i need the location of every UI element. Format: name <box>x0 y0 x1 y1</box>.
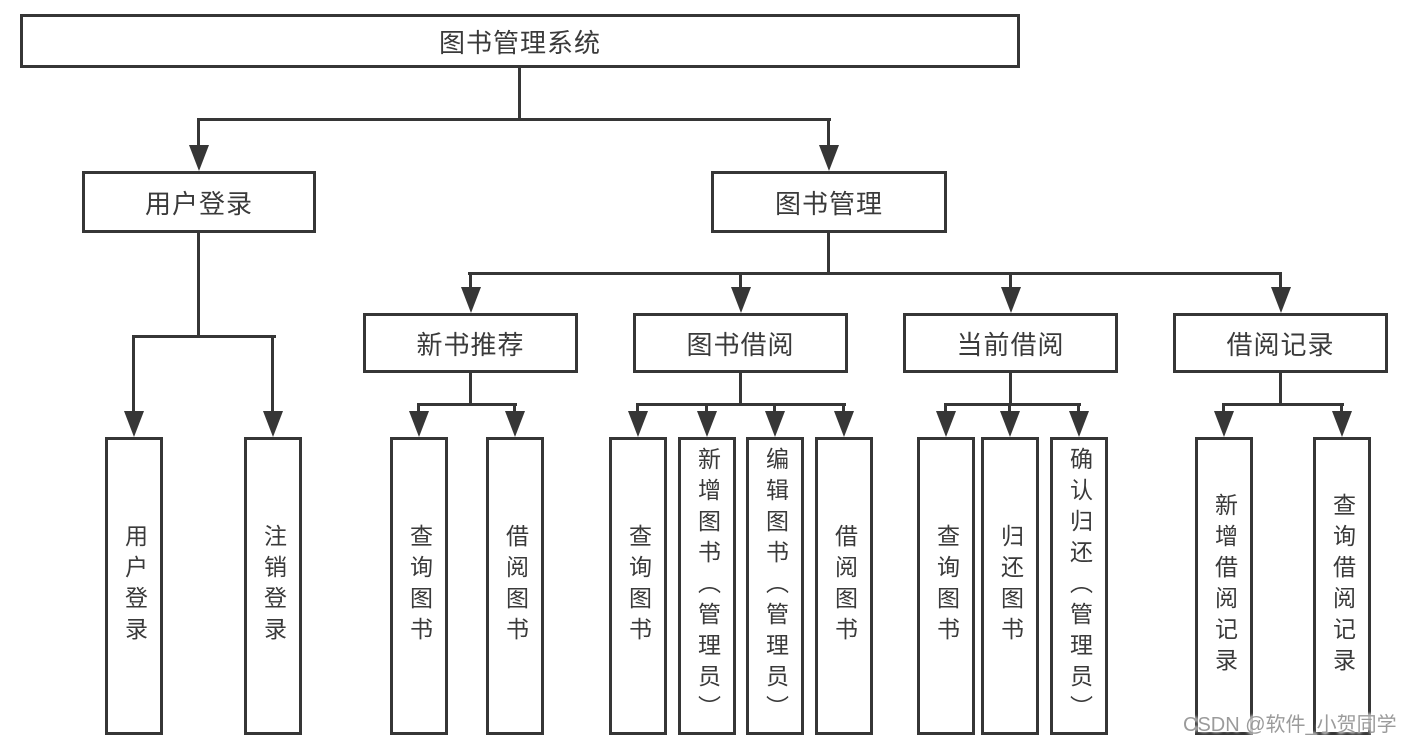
arrowhead-down-icon <box>124 411 144 437</box>
node-label: 图书管理系统 <box>438 27 601 58</box>
leaf-newbook-query-books: 查询图书 <box>390 437 448 735</box>
node-label: 归还图书 <box>997 524 1024 648</box>
node-label: 查询借阅记录 <box>1329 493 1356 679</box>
node-borrowing-records: 借阅记录 <box>1173 313 1388 373</box>
arrowhead-down-icon <box>628 411 648 437</box>
connector-vline <box>1222 403 1225 413</box>
leaf-borrowing-add-books-admin: 新增图书（管理员） <box>678 437 736 735</box>
arrowhead-down-icon <box>819 145 839 171</box>
node-current-borrowing: 当前借阅 <box>903 313 1118 373</box>
node-label: 新书推荐 <box>416 329 525 360</box>
connector-vline <box>636 403 639 413</box>
connector-hline <box>468 272 1282 275</box>
node-label: 新增图书（管理员） <box>694 446 721 726</box>
connector-vline <box>197 233 200 335</box>
connector-vline <box>1279 373 1282 403</box>
node-label: 当前借阅 <box>956 329 1065 360</box>
node-label: 查询图书 <box>406 524 433 648</box>
leaf-current-query-books: 查询图书 <box>917 437 975 735</box>
arrowhead-down-icon <box>1271 287 1291 313</box>
connector-vline <box>842 403 845 413</box>
connector-vline <box>417 403 420 413</box>
connector-vline <box>773 403 776 413</box>
node-label: 图书借阅 <box>686 329 795 360</box>
connector-vline <box>518 68 521 118</box>
arrowhead-down-icon <box>505 411 525 437</box>
connector-vline <box>1279 272 1282 289</box>
connector-vline <box>132 335 135 413</box>
connector-hline <box>1222 403 1344 406</box>
connector-vline <box>739 272 742 289</box>
node-new-book-recommend: 新书推荐 <box>363 313 578 373</box>
connector-vline <box>513 403 516 413</box>
arrowhead-down-icon <box>1332 411 1352 437</box>
node-label: 确认归还（管理员） <box>1066 446 1093 726</box>
node-library-management-system: 图书管理系统 <box>20 14 1020 68</box>
node-label: 注销登录 <box>260 524 287 648</box>
arrowhead-down-icon <box>834 411 854 437</box>
leaf-records-query-borrow-record: 查询借阅记录 <box>1313 437 1371 735</box>
connector-hline <box>417 403 517 406</box>
connector-vline <box>1340 403 1343 413</box>
node-label: 借阅记录 <box>1226 329 1335 360</box>
connector-vline <box>739 373 742 403</box>
node-label: 查询图书 <box>933 524 960 648</box>
node-label: 编辑图书（管理员） <box>762 446 789 726</box>
node-label: 查询图书 <box>625 524 652 648</box>
arrowhead-down-icon <box>263 411 283 437</box>
connector-vline <box>1009 272 1012 289</box>
connector-vline <box>827 118 830 150</box>
connector-vline <box>1008 403 1011 413</box>
arrowhead-down-icon <box>765 411 785 437</box>
connector-vline <box>469 272 472 289</box>
arrowhead-down-icon <box>409 411 429 437</box>
arrowhead-down-icon <box>461 287 481 313</box>
leaf-newbook-borrow-books: 借阅图书 <box>486 437 544 735</box>
node-user-login: 用户登录 <box>82 171 316 233</box>
leaf-current-confirm-return-admin: 确认归还（管理员） <box>1050 437 1108 735</box>
node-label: 新增借阅记录 <box>1211 493 1238 679</box>
arrowhead-down-icon <box>1214 411 1234 437</box>
connector-vline <box>469 373 472 403</box>
leaf-user-login: 用户登录 <box>105 437 163 735</box>
arrowhead-down-icon <box>189 145 209 171</box>
connector-vline <box>1009 373 1012 403</box>
node-label: 图书管理 <box>774 188 883 219</box>
connector-hline <box>132 335 276 338</box>
connector-vline <box>271 335 274 413</box>
node-book-management: 图书管理 <box>711 171 947 233</box>
connector-hline <box>197 118 831 121</box>
leaf-borrowing-edit-books-admin: 编辑图书（管理员） <box>746 437 804 735</box>
arrowhead-down-icon <box>1000 411 1020 437</box>
leaf-records-add-borrow-record: 新增借阅记录 <box>1195 437 1253 735</box>
connector-vline <box>705 403 708 413</box>
connector-vline <box>827 233 830 272</box>
arrowhead-down-icon <box>731 287 751 313</box>
node-label: 用户登录 <box>144 188 253 219</box>
connector-vline <box>944 403 947 413</box>
node-label: 用户登录 <box>121 524 148 648</box>
arrowhead-down-icon <box>1001 287 1021 313</box>
leaf-logout: 注销登录 <box>244 437 302 735</box>
arrowhead-down-icon <box>1069 411 1089 437</box>
leaf-current-return-books: 归还图书 <box>981 437 1039 735</box>
node-label: 借阅图书 <box>831 524 858 648</box>
csdn-watermark: CSDN @软件_小贺同学 <box>1183 714 1397 736</box>
arrowhead-down-icon <box>697 411 717 437</box>
connector-hline <box>636 403 846 406</box>
connector-vline <box>197 118 200 150</box>
node-book-borrowing: 图书借阅 <box>633 313 848 373</box>
leaf-borrowing-borrow-books: 借阅图书 <box>815 437 873 735</box>
node-label: 借阅图书 <box>502 524 529 648</box>
connector-hline <box>944 403 1081 406</box>
arrowhead-down-icon <box>936 411 956 437</box>
connector-vline <box>1077 403 1080 413</box>
leaf-borrowing-query-books: 查询图书 <box>609 437 667 735</box>
